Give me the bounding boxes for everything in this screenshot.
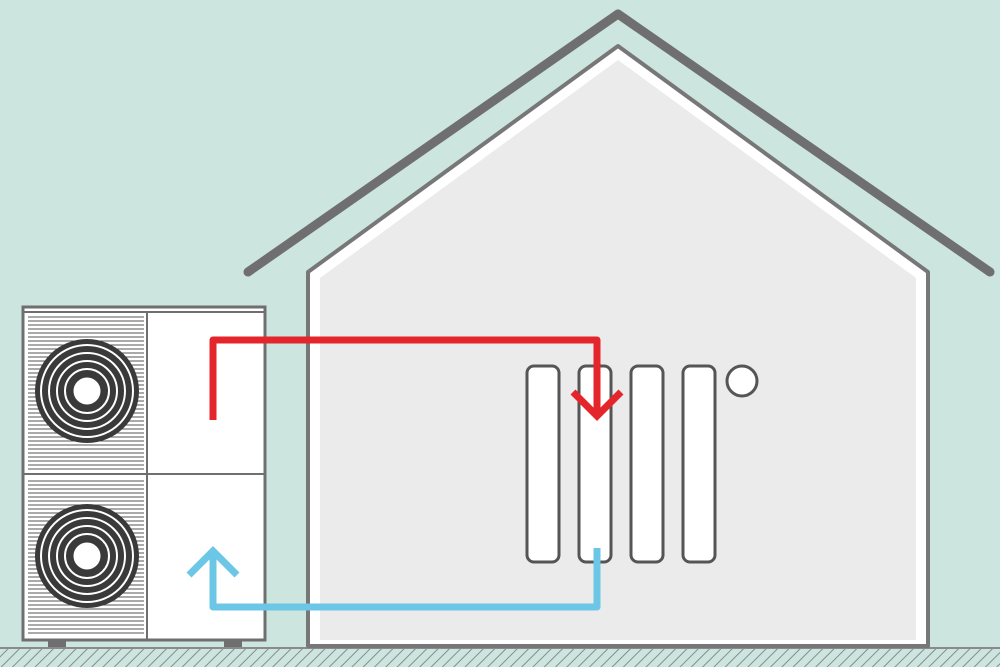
fan-icon <box>35 504 139 608</box>
radiator-icon <box>525 364 759 564</box>
fan-icon <box>35 339 139 443</box>
ground-hatch <box>0 648 1000 667</box>
supply-flow-arrow <box>209 336 624 421</box>
radiator-fin <box>525 364 561 564</box>
unit-foot <box>224 640 242 647</box>
radiator-fin <box>629 364 665 564</box>
radiator-valve-knob <box>725 364 759 398</box>
heat-pump-unit-icon <box>21 305 267 647</box>
return-flow-arrow <box>186 546 601 611</box>
unit-foot <box>48 640 66 647</box>
roof-line <box>243 9 995 277</box>
house-interior <box>320 60 916 640</box>
radiator-fin <box>681 364 717 564</box>
